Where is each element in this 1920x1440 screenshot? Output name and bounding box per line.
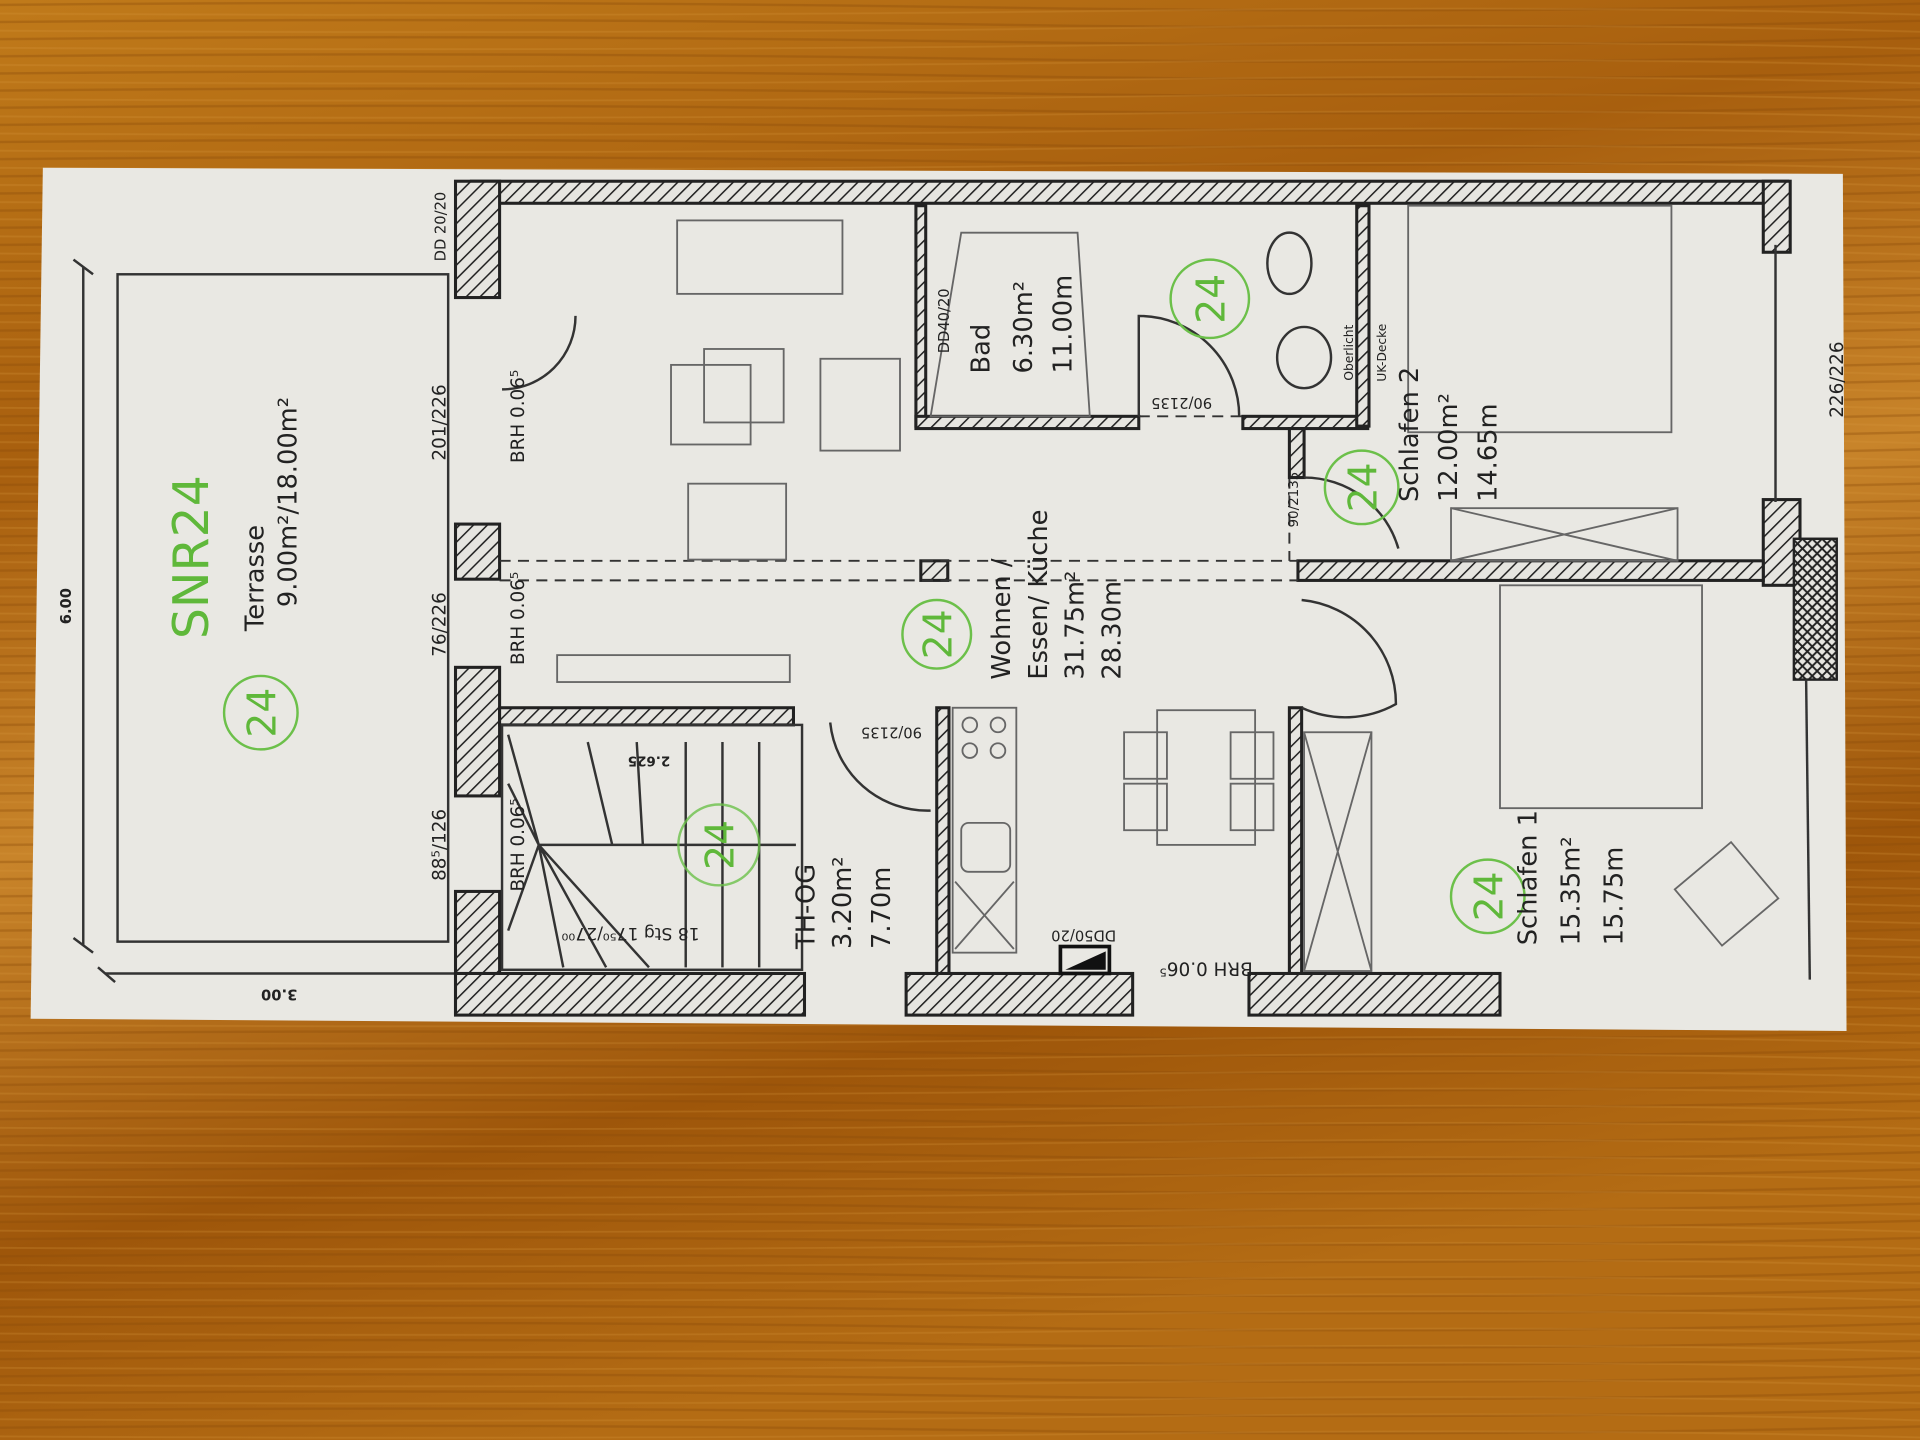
door-label: 90/2135 xyxy=(1287,472,1302,528)
sideboard xyxy=(556,654,791,683)
window-dim: 76/226 xyxy=(430,592,451,657)
wardrobe xyxy=(1450,507,1679,562)
sink xyxy=(1275,325,1333,390)
furniture xyxy=(500,204,1780,972)
window-dim: 88⁵/126 xyxy=(430,809,451,881)
stair-label: 18 Stg 17⁵⁰/27⁰⁰ xyxy=(562,923,700,943)
room-name: TH-OG xyxy=(791,864,821,950)
door-label: 90/2135 xyxy=(1151,394,1212,411)
terrace-area: 9.00m²/18.00m² xyxy=(273,397,303,607)
room-schlafen-1: 24 Schlafen 1 15.35m² 15.75m xyxy=(1449,810,1629,946)
stair-dimension: 2.625 xyxy=(628,753,671,768)
room-area: 12.00m² xyxy=(1434,393,1464,502)
room-perimeter: 7.70m xyxy=(867,867,897,949)
terrace-name: Terrasse xyxy=(240,525,270,632)
room-perimeter: 11.00m xyxy=(1048,275,1078,374)
room-number-circle xyxy=(222,674,299,751)
terrace-dim-long: 6.00 xyxy=(58,588,75,624)
room-name: Bad xyxy=(966,324,996,374)
room-bad: DD40/20 Bad 6.30m² 11.00m 24 90/2135 Obe… xyxy=(936,258,1389,411)
dining-table xyxy=(1156,709,1257,846)
terrace-code: SNR24 xyxy=(163,475,220,639)
armchair xyxy=(703,348,785,424)
coffee-table xyxy=(687,482,788,561)
armchair xyxy=(819,357,901,452)
brh-label: BRH 0.06⁵ xyxy=(1160,957,1253,978)
toilet xyxy=(1266,231,1313,296)
room-schlafen-2: 90/2135 24 Schlafen 2 12.00m² 14.65m xyxy=(1287,367,1503,528)
doors-and-openings xyxy=(499,314,1400,812)
dd-label: DD50/20 xyxy=(1051,927,1116,944)
room-number: 24 xyxy=(698,820,743,870)
door-label: 90/2135 xyxy=(861,723,922,740)
kitchen-counter xyxy=(951,706,1018,954)
room-number: 24 xyxy=(916,609,961,659)
room-number: 24 xyxy=(1189,274,1234,324)
room-name: Wohnen / xyxy=(987,558,1017,679)
brh-label: BRH 0.06⁵ xyxy=(508,572,529,665)
oberlicht-label: Oberlicht xyxy=(1342,324,1356,380)
room-area: 6.30m² xyxy=(1009,281,1039,374)
terrace: 6.00 3.00 SNR24 Terrasse 9.00m²/18.00m² … xyxy=(58,258,456,1002)
brh-label: BRH 0.06⁵ xyxy=(508,798,529,891)
room-name: Schlafen 2 xyxy=(1395,367,1425,502)
room-area: 3.20m² xyxy=(828,856,858,949)
room-number: 24 xyxy=(1341,462,1386,512)
room-number: 24 xyxy=(1467,871,1512,921)
armchair xyxy=(1673,840,1780,947)
sofa xyxy=(676,219,844,295)
walls xyxy=(453,179,1838,1017)
wardrobe xyxy=(1303,731,1373,972)
window-dim: 226/226 xyxy=(1827,341,1848,417)
room-name: Schlafen 1 xyxy=(1514,810,1544,945)
room-perimeter: 28.30m xyxy=(1097,581,1127,680)
armchair xyxy=(670,363,752,446)
dd-label: DD 20/20 xyxy=(433,192,450,262)
brh-label: BRH 0.06⁵ xyxy=(508,370,529,463)
room-th-og: 90/2135 2.625 18 Stg 17⁵⁰/27⁰⁰ 24 TH-OG … xyxy=(562,723,922,950)
ukdecke-label: UK-Decke xyxy=(1375,324,1389,382)
terrace-dim-short: 3.00 xyxy=(261,985,297,1002)
room-perimeter: 14.65m xyxy=(1473,403,1503,502)
window-dim: 201/226 xyxy=(430,384,451,460)
room-wohnen-essen-kueche: 24 Wohnen / Essen/ Küche 31.75m² 28.30m … xyxy=(901,510,1253,978)
terrace-number: 24 xyxy=(241,688,286,738)
bed xyxy=(1407,204,1673,434)
room-perimeter: 15.75m xyxy=(1599,847,1629,946)
bed xyxy=(1499,584,1703,810)
room-name: Essen/ Küche xyxy=(1024,510,1054,680)
room-area: 15.35m² xyxy=(1557,836,1587,945)
room-area: 31.75m² xyxy=(1061,571,1091,680)
opening-labels: DD 20/20 201/226 76/226 88⁵/126 BRH 0.06… xyxy=(430,192,1848,892)
dd-label: DD40/20 xyxy=(936,288,953,353)
